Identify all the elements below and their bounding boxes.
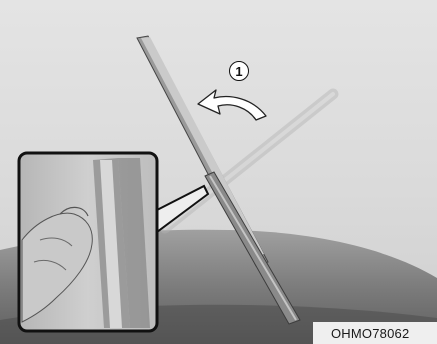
- step-number-marker: 1: [229, 61, 249, 81]
- inset-pointer: [157, 186, 208, 232]
- inset-closeup: [19, 153, 157, 331]
- image-code-label: OHMO78062: [313, 322, 437, 344]
- rotation-arrow: [198, 90, 266, 120]
